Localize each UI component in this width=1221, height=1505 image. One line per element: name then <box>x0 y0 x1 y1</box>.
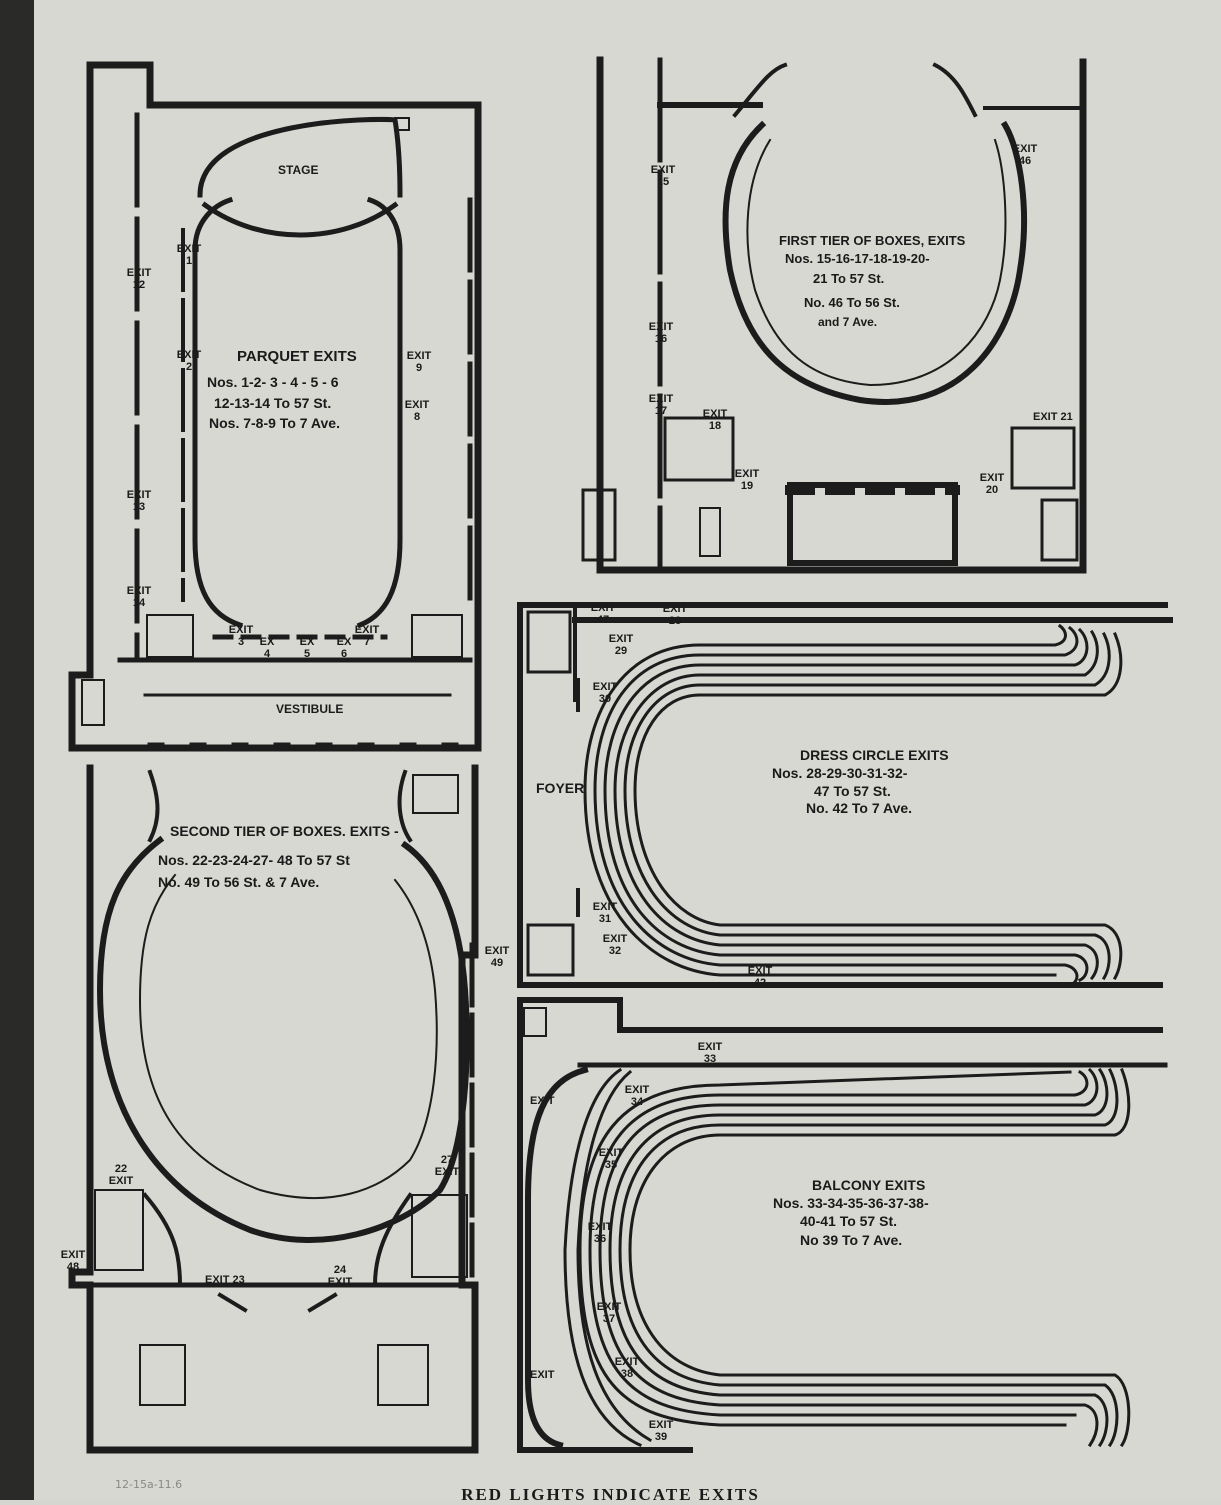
exit-36-label: EXIT 36 <box>587 1221 613 1245</box>
first-tier-line-1: Nos. 15-16-17-18-19-20- <box>785 251 930 266</box>
balcony-left-exit-top-label: EXIT <box>530 1095 555 1107</box>
parquet-exits-title: PARQUET EXITS <box>237 348 357 365</box>
exit-29-label: EXIT 29 <box>608 633 634 657</box>
exit-6-label: EX 6 <box>336 636 352 660</box>
first-tier-title: FIRST TIER OF BOXES, EXITS <box>779 233 966 248</box>
exit-32-label: EXIT 32 <box>602 933 628 957</box>
exit-13-label: EXIT 13 <box>126 489 152 513</box>
exit-5-label: EX 5 <box>299 636 315 660</box>
exit-48-label: EXIT 48 <box>60 1249 86 1273</box>
second-tier-line-2: No. 49 To 56 St. & 7 Ave. <box>158 874 320 890</box>
exit-9-label: EXIT 9 <box>406 350 432 374</box>
exit-42-label: EXIT 42 <box>747 965 773 989</box>
dress-circle-title: DRESS CIRCLE EXITS <box>800 747 949 763</box>
exit-46-label: EXIT 46 <box>1012 143 1038 167</box>
exit-47-label: EXIT 47 <box>590 602 616 626</box>
vestibule-label: VESTIBULE <box>276 702 344 716</box>
exit-4-label: EX 4 <box>259 636 275 660</box>
exit-24-label: 24 EXIT <box>327 1264 353 1288</box>
second-tier-line-1: Nos. 22-23-24-27- 48 To 57 St <box>158 852 350 868</box>
first-tier-plan <box>581 56 1087 574</box>
stage-label: STAGE <box>278 163 319 177</box>
parquet-line-3: Nos. 7-8-9 To 7 Ave. <box>209 415 340 431</box>
balcony-line-1: Nos. 33-34-35-36-37-38- <box>773 1195 929 1211</box>
exit-3-label: EXIT 3 <box>228 624 254 648</box>
first-tier-line-4: and 7 Ave. <box>818 315 878 329</box>
exit-21-label: EXIT 21 <box>1033 411 1073 423</box>
exit-15-label: EXIT 15 <box>650 164 676 188</box>
dress-circle-line-2: 47 To 57 St. <box>814 783 891 799</box>
exit-20-label: EXIT 20 <box>979 472 1005 496</box>
exit-1-label: EXIT 1 <box>176 243 202 267</box>
exit-14-label: EXIT 14 <box>126 585 152 609</box>
exit-23-label: EXIT 23 <box>205 1274 245 1286</box>
balcony-plan <box>517 997 1168 1453</box>
exit-30-label: EXIT 30 <box>592 681 618 705</box>
exit-31-label: EXIT 31 <box>592 901 618 925</box>
dress-circle-plan <box>517 602 1173 988</box>
balcony-line-2: 40-41 To 57 St. <box>800 1213 898 1229</box>
parquet-line-1: Nos. 1-2- 3 - 4 - 5 - 6 <box>207 374 339 390</box>
first-tier-line-3: No. 46 To 56 St. <box>804 295 900 310</box>
parquet-plan <box>68 61 482 752</box>
pencil-annotation: 12-15a-11.6 <box>115 1478 183 1491</box>
exit-2-label: EXIT 2 <box>176 349 202 373</box>
exit-39-label: EXIT 39 <box>648 1419 674 1443</box>
exit-19-label: EXIT 19 <box>734 468 760 492</box>
exit-8-label: EXIT 8 <box>404 399 430 423</box>
balcony-left-exit-bottom-label: EXIT <box>530 1369 555 1381</box>
exit-33-label: EXIT 33 <box>697 1041 723 1065</box>
exit-38-label: EXIT 38 <box>614 1356 640 1380</box>
exit-17-label: EXIT 17 <box>648 393 674 417</box>
exit-49-label: EXIT 49 <box>484 945 510 969</box>
second-tier-title: SECOND TIER OF BOXES. EXITS - <box>170 823 399 839</box>
exit-35-label: EXIT 35 <box>598 1147 624 1171</box>
exit-22-label: 22 EXIT <box>108 1163 134 1187</box>
exit-7-label: EXIT 7 <box>354 624 380 648</box>
footer-caption: RED LIGHTS INDICATE EXITS <box>461 1485 760 1504</box>
parquet-line-2: 12-13-14 To 57 St. <box>214 395 332 411</box>
exit-27-label: 27 EXIT <box>434 1154 460 1178</box>
exit-34-label: EXIT 34 <box>624 1084 650 1108</box>
dress-circle-line-1: Nos. 28-29-30-31-32- <box>772 765 908 781</box>
balcony-title: BALCONY EXITS <box>812 1177 926 1193</box>
exit-12-label: EXIT 12 <box>126 267 152 291</box>
exit-18-label: EXIT 18 <box>702 408 728 432</box>
balcony-line-3: No 39 To 7 Ave. <box>800 1232 903 1248</box>
foyer-label: FOYER <box>536 780 585 796</box>
exit-37-label: EXIT 37 <box>596 1301 622 1325</box>
exit-28-label: EXIT 28 <box>662 603 688 627</box>
second-tier-plan <box>68 764 479 1454</box>
dress-circle-line-3: No. 42 To 7 Ave. <box>806 800 913 816</box>
first-tier-line-2: 21 To 57 St. <box>813 271 885 286</box>
exit-16-label: EXIT 16 <box>648 321 674 345</box>
